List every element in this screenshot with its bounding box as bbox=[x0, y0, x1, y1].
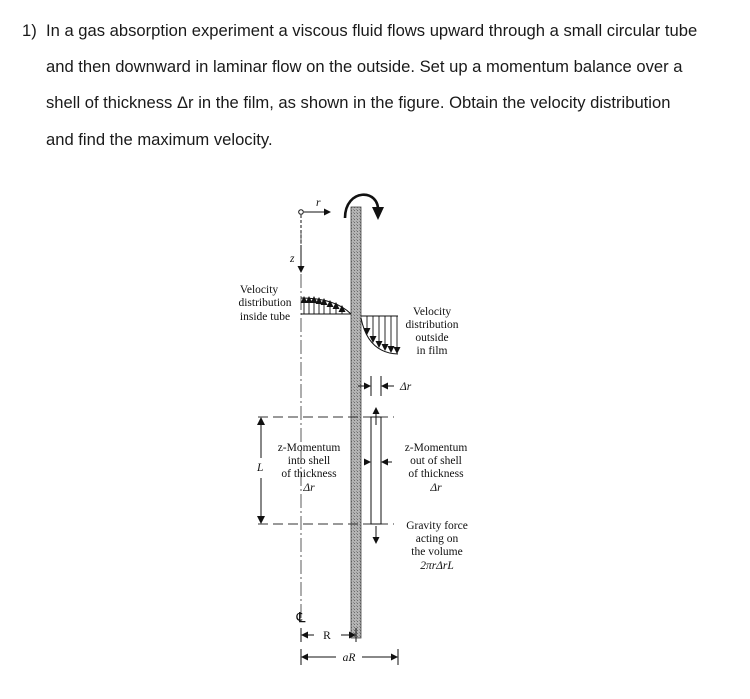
radius-aR-dimension bbox=[300, 649, 399, 665]
label-velocity-inside-1: Velocity bbox=[240, 284, 279, 296]
label-momentum-in-1: z-Momentum bbox=[278, 442, 341, 454]
overflow-arrow bbox=[343, 193, 380, 219]
problem-number: 1) bbox=[22, 21, 37, 40]
radius-R-label: R bbox=[323, 630, 331, 642]
problem-line-4: and find the maximum velocity. bbox=[46, 129, 273, 149]
delta-r-label: Δr bbox=[399, 381, 412, 393]
label-momentum-out-1: z-Momentum bbox=[405, 442, 468, 454]
label-momentum-in-4: Δr bbox=[302, 482, 315, 494]
length-dimension bbox=[257, 417, 265, 524]
coordinate-axes: r z bbox=[289, 197, 331, 273]
label-momentum-in-2: into shell bbox=[288, 455, 331, 467]
control-shell bbox=[370, 416, 382, 525]
label-momentum-out-2: out of shell bbox=[410, 455, 462, 467]
label-gravity-2: acting on bbox=[416, 533, 459, 545]
length-label: L bbox=[256, 462, 263, 474]
problem-text: In a gas absorption experiment a viscous… bbox=[46, 13, 727, 158]
label-velocity-outside-2: distribution bbox=[405, 319, 458, 331]
velocity-profile-inside bbox=[300, 296, 352, 315]
radius-aR-label: aR bbox=[343, 652, 356, 664]
label-momentum-out-4: Δr bbox=[429, 482, 442, 494]
label-momentum-in-3: of thickness bbox=[281, 468, 337, 480]
label-velocity-outside-1: Velocity bbox=[413, 306, 452, 318]
problem-line-3: shell of thickness Δr in the film, as sh… bbox=[46, 93, 671, 113]
delta-r-dimension bbox=[358, 376, 394, 396]
label-velocity-outside-3: outside bbox=[415, 332, 448, 344]
velocity-profile-outside bbox=[360, 315, 401, 355]
centerline-symbol: ℄ bbox=[296, 611, 306, 626]
label-velocity-inside-3: inside tube bbox=[240, 311, 290, 323]
problem-line-1: In a gas absorption experiment a viscous… bbox=[46, 21, 698, 40]
radius-R-dimension bbox=[300, 628, 357, 642]
problem-line-2: and then downward in laminar flow on the… bbox=[46, 57, 683, 77]
label-velocity-outside-4: in film bbox=[417, 345, 448, 357]
r-axis-label: r bbox=[316, 197, 321, 209]
label-gravity-3: the volume bbox=[411, 546, 462, 558]
tube-wall bbox=[350, 206, 362, 639]
label-gravity-1: Gravity force bbox=[406, 520, 468, 532]
label-velocity-inside-2: distribution bbox=[238, 297, 291, 309]
label-gravity-4: 2πrΔrL bbox=[420, 560, 454, 572]
z-axis-label: z bbox=[289, 253, 295, 265]
label-momentum-out-3: of thickness bbox=[408, 468, 464, 480]
problem-statement: 1) In a gas absorption experiment a visc… bbox=[22, 13, 727, 158]
